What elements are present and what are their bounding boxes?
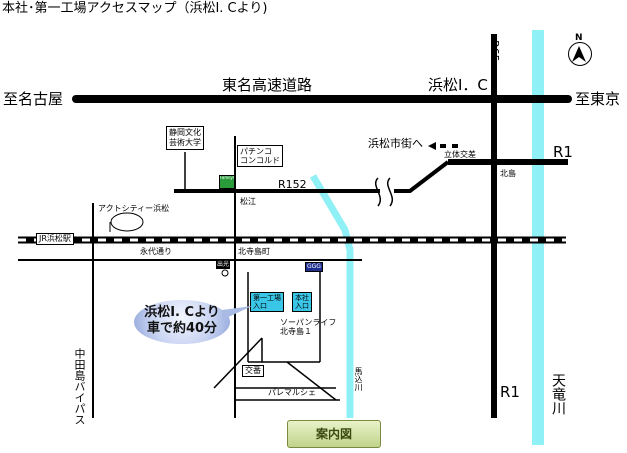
tomei-label: 東名高速道路: [222, 76, 313, 94]
interchange-label: 浜松I．C: [428, 76, 488, 94]
kitaderajima-label: 北寺島町: [238, 247, 270, 256]
daiichi-factory-marker: 第一工場 入口: [250, 292, 284, 312]
route-152-label: R152: [278, 178, 307, 191]
mumagome-river: [309, 174, 354, 418]
act-city-label: アクトシティー浜松: [98, 204, 170, 213]
route-1-top-label: R1: [553, 143, 573, 161]
eiyodori-label: 永代通り: [140, 247, 172, 256]
oil-company-icon: 出光: [216, 261, 231, 269]
matsue-label: 松江: [240, 197, 256, 206]
route-65-label: R65: [488, 40, 501, 62]
to-tokyo-label: 至東京: [575, 90, 621, 108]
mumagome-river-label: 馬込川: [354, 367, 363, 391]
tenryu-river-label: 天竜川: [550, 373, 566, 415]
act-city-building: [110, 212, 144, 232]
nakatajima-bypass-label: 中田島バイパス: [73, 348, 86, 425]
route-1-bottom-label: R1: [500, 383, 520, 401]
gas-station-icon: [221, 269, 229, 277]
compass-letter: N: [575, 33, 583, 43]
supanrain-label: ソーパンライフ 北寺島１: [280, 318, 337, 336]
ggg-store-icon: GGG: [305, 262, 323, 272]
to-city-arrow-icon: [428, 142, 436, 150]
jr-station-label: JR浜松駅: [36, 233, 74, 245]
pachinko-label: パチンコ コンコルド: [237, 145, 283, 167]
road-break-mark: [375, 177, 393, 207]
paremarushe-label: パレマルシェ: [268, 388, 316, 397]
callout-line-1: 浜松I. Cより: [144, 305, 220, 320]
callout-text: 浜松I. Cより 車で約40分: [134, 305, 230, 337]
route-152-road-east: [394, 160, 450, 193]
koban-label: 交番: [242, 365, 264, 377]
kitajima-label: 北島: [500, 169, 516, 178]
compass-circle: [568, 42, 592, 66]
head-office-marker: 本社 入口: [292, 292, 312, 312]
callout-bubble: [134, 300, 230, 344]
callout-line-2: 車で約40分: [146, 321, 218, 336]
culture-university-label: 静岡文化 芸術大学: [166, 126, 204, 150]
family-mart-icon: FamilyMart: [219, 175, 235, 189]
to-nagoya-label: 至名古屋: [3, 90, 64, 108]
rittai-label: 立体交差: [444, 150, 476, 159]
page-title: 本社･第一工場アクセスマップ（浜松I. Cより): [2, 1, 268, 16]
north-arrow-icon: [572, 46, 586, 62]
guide-map-banner: 案内図: [287, 420, 381, 448]
callout-pointer-icon: [222, 306, 252, 320]
to-city-label: 浜松市街へ: [368, 137, 423, 150]
